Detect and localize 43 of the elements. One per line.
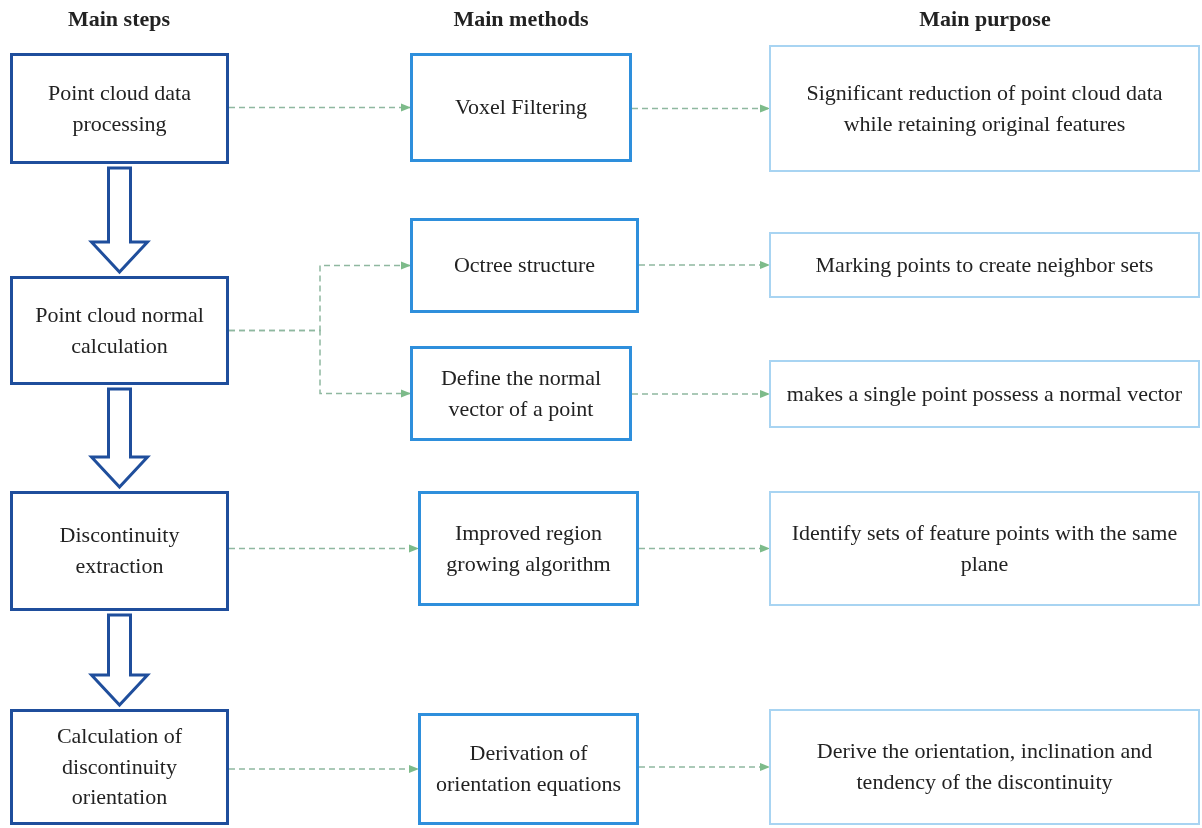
column-heading: Main purpose (919, 6, 1051, 32)
box-text: Point cloud normal calculation (34, 300, 205, 360)
dashed-arrow (228, 329, 411, 398)
process-box (10, 53, 229, 164)
box-text: Marking points to create neighbor sets (815, 250, 1154, 279)
process-box (410, 346, 632, 441)
box-text: Octree structure (453, 251, 596, 280)
box-text: Identify sets of feature points with the same plane (790, 518, 1179, 578)
process-box (769, 45, 1200, 172)
process-box (769, 232, 1200, 298)
box-text: Calculation of discontinuity orientation (55, 721, 184, 812)
process-box (769, 709, 1200, 825)
process-box (769, 491, 1200, 606)
block-arrow (88, 387, 151, 490)
process-box (410, 218, 639, 313)
box-text: Derive the orientation, inclination and tendency of the discontinuity (815, 737, 1154, 796)
box-text: Improved region growing algorithm (445, 518, 612, 578)
dashed-arrow (631, 390, 770, 398)
dashed-arrow (638, 261, 770, 269)
dashed-arrow (638, 544, 770, 553)
block-arrow (88, 166, 151, 275)
dashed-arrow (228, 103, 411, 112)
box-text: Define the normal vector of a point (439, 363, 603, 423)
column-heading: Main methods (453, 6, 589, 32)
column-heading: Main steps (67, 6, 171, 32)
block-arrow (88, 613, 151, 708)
box-text: Derivation of orientation equations (434, 739, 623, 798)
process-box (10, 276, 229, 385)
process-box (418, 713, 639, 825)
process-box (10, 491, 229, 611)
box-text: Voxel Filtering (454, 93, 588, 122)
process-box (418, 491, 639, 606)
box-text: makes a single point possess a normal vector (786, 379, 1183, 408)
process-box (410, 53, 632, 162)
dashed-arrow (631, 104, 770, 113)
process-box (10, 709, 229, 825)
box-text: Discontinuity extraction (58, 521, 181, 580)
dashed-arrow (638, 763, 770, 771)
dashed-arrow (228, 765, 419, 773)
dashed-arrow (228, 544, 419, 553)
box-text: Point cloud data processing (47, 78, 192, 138)
box-text: Significant reduction of point cloud data while retaining original features (805, 78, 1164, 138)
process-box (769, 360, 1200, 428)
